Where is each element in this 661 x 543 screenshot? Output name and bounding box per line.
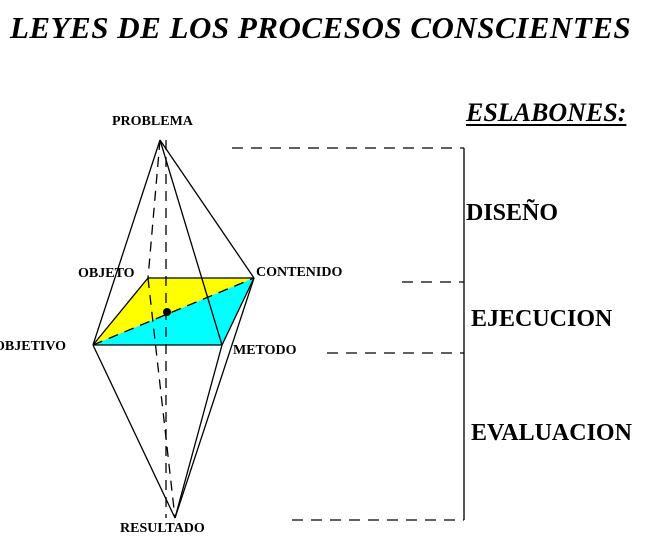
vertex-objetivo: OBJETIVO [0, 339, 67, 354]
vertex-contenido: CONTENIDO [256, 265, 343, 280]
eslabones-header: ESLABONES: [466, 98, 627, 127]
dashed-problema-objeto [147, 139, 161, 279]
edge-problema-metodo [159, 139, 223, 346]
vertex-problema: PROBLEMA [112, 114, 193, 129]
edge-contenido-resultado [174, 277, 255, 519]
edge-objetivo-objeto [92, 277, 149, 346]
diagram-title: LEYES DE LOS PROCESOS CONSCIENTES [10, 10, 632, 45]
edge-problema-objetivo [92, 139, 161, 346]
dashed-objeto-resultado [147, 277, 176, 519]
eslabon-diseno: DISEÑO [466, 200, 559, 226]
vertex-resultado: RESULTADO [120, 521, 205, 536]
eslabon-ejecucion: EJECUCION [471, 306, 613, 332]
edge-metodo-contenido [221, 277, 255, 346]
edge-problema-contenido [159, 139, 255, 279]
vertex-metodo: METODO [233, 343, 297, 358]
center-dot [163, 308, 171, 316]
dashed-objetivo-contenido [92, 277, 255, 346]
eslabon-evaluacion: EVALUACION [471, 420, 632, 446]
edge-metodo-resultado [174, 344, 223, 519]
vertex-objeto: OBJETO [78, 266, 135, 281]
edge-objetivo-resultado [92, 344, 176, 519]
